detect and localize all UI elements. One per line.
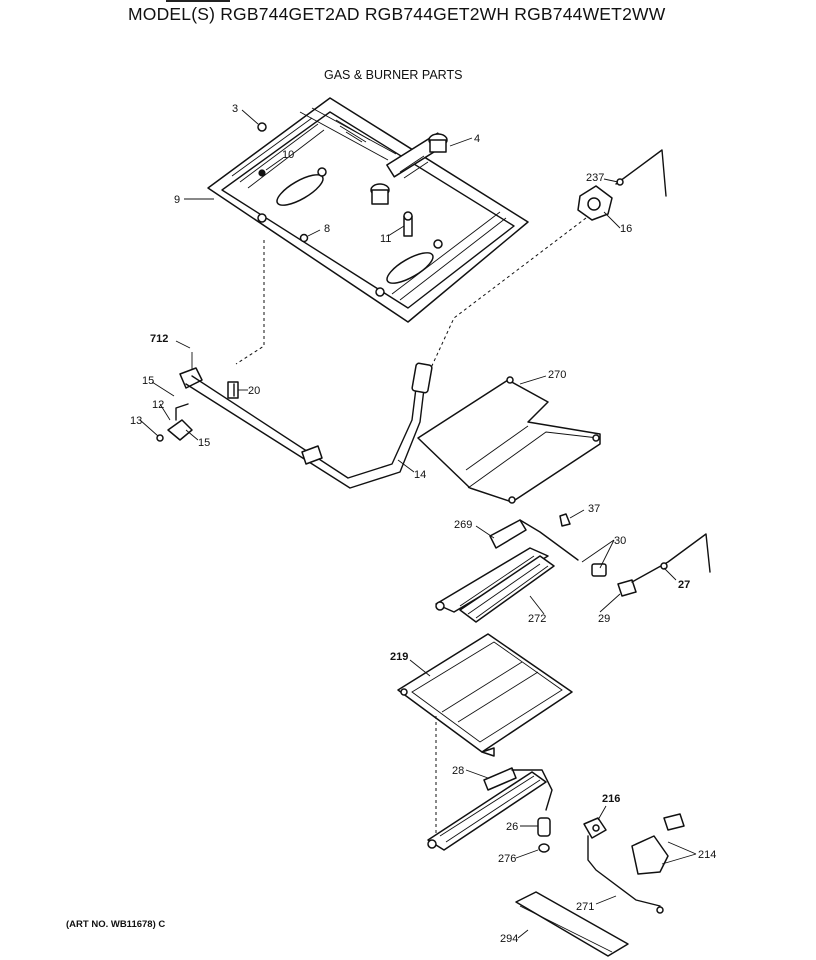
callout-14: 14 (414, 469, 426, 481)
callout-27: 27 (678, 579, 690, 591)
callout-20: 20 (248, 385, 260, 397)
broil-burner-219 (397, 633, 573, 757)
callout-9: 9 (174, 194, 180, 206)
callout-237: 237 (586, 172, 604, 184)
callout-12: 12 (152, 399, 164, 411)
gas-manifold (156, 352, 433, 489)
callout-leaders (139, 109, 697, 939)
callout-15-upper: 15 (142, 375, 154, 387)
callout-216: 216 (602, 793, 620, 805)
callout-214: 214 (698, 849, 716, 861)
callout-269: 269 (454, 519, 472, 531)
callout-8: 8 (324, 223, 330, 235)
burner-valve-group (370, 132, 448, 205)
header-rule (166, 0, 230, 2)
callout-3: 3 (232, 103, 238, 115)
callout-37: 37 (588, 503, 600, 515)
callout-11: 11 (380, 233, 391, 245)
igniter-parts (515, 813, 685, 957)
callout-15-lower: 15 (198, 437, 210, 449)
callout-294: 294 (500, 933, 518, 945)
callout-13: 13 (130, 415, 142, 427)
small-fasteners (257, 122, 413, 243)
callout-28: 28 (452, 765, 464, 777)
callout-numbers: 3 4 9 10 8 11 16 237 712 15 12 13 15 20 … (130, 103, 716, 945)
callout-10: 10 (282, 149, 294, 161)
callout-712: 712 (150, 333, 168, 345)
callout-276: 276 (498, 853, 516, 865)
art-number: (ART NO. WB11678) C (66, 919, 166, 930)
page-title: MODEL(S) RGB744GET2AD RGB744GET2WH RGB74… (128, 4, 666, 24)
callout-272: 272 (528, 613, 546, 625)
burner-box-frame (207, 97, 529, 323)
callout-16: 16 (620, 223, 632, 235)
oven-burner-270 (417, 376, 601, 504)
callout-30: 30 (614, 535, 626, 547)
broil-burner-assembly (435, 513, 711, 623)
section-subtitle: GAS & BURNER PARTS (324, 68, 463, 82)
callout-270: 270 (548, 369, 566, 381)
callout-219: 219 (390, 651, 408, 663)
callout-271: 271 (576, 901, 594, 913)
lower-burner-assembly (427, 767, 553, 853)
callout-29: 29 (598, 613, 610, 625)
callout-4: 4 (474, 133, 480, 145)
orifice-holder (577, 149, 667, 221)
callout-26: 26 (506, 821, 518, 833)
